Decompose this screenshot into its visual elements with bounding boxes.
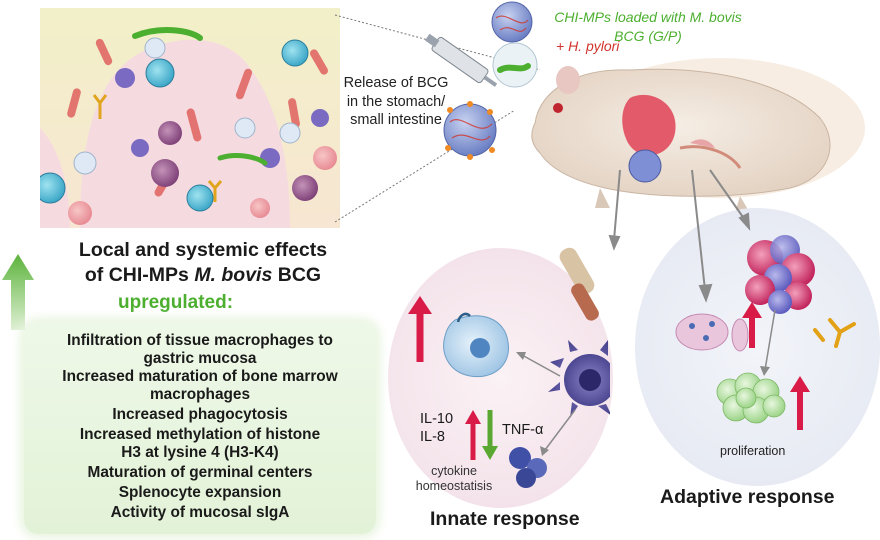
effect-item: macrophages (149, 386, 251, 403)
proliferation-label: proliferation (720, 444, 786, 458)
release-label: Release of BCG in the stomach/ small int… (343, 75, 449, 128)
title-suffix: BCG (277, 264, 322, 286)
adaptive-response-title: Adaptive response (660, 486, 835, 508)
gastric-tissue-illustration (40, 8, 340, 230)
title-prefix: of CHI-MPs (84, 264, 189, 286)
upregulated-arrow-icon (2, 254, 34, 330)
cytokine-homeostasis-label: cytokine homeostatisis (415, 464, 493, 493)
microparticles-label: CHI-MPs loaded with M. bovis BCG (G/P) (554, 9, 742, 44)
effects-box: Infiltration of tissue macrophages to ga… (24, 322, 376, 534)
effect-item: Maturation of germinal centers (87, 464, 313, 481)
innate-cells-illustration (408, 247, 610, 488)
effect-item: Infiltration of tissue macrophages to (67, 332, 333, 349)
il-cytokines-label: IL-10 IL-8 (420, 411, 454, 445)
effect-item: Increased maturation of bone marrow (62, 368, 338, 385)
title-line-1: Local and systemic effects (78, 239, 328, 261)
effect-item: Increased methylation of histone (79, 426, 321, 443)
flow-arrows (608, 169, 751, 303)
title-species: M. bovis (194, 264, 273, 286)
effect-item: Increased phagocytosis (112, 406, 288, 423)
upregulated-label: upregulated: (118, 292, 234, 313)
effect-item: H3 at lysine 4 (H3-K4) (121, 444, 279, 461)
title-line-2: of CHI-MPs M. bovis BCG (38, 263, 368, 288)
tnf-label: TNF-α (502, 422, 544, 438)
effect-item: Activity of mucosal sIgA (110, 504, 290, 521)
h-pylori-label: + H. pylori (556, 38, 620, 54)
page-title: Local and systemic effects of CHI-MPs M.… (38, 238, 368, 288)
innate-response-title: Innate response (430, 508, 580, 530)
adaptive-cells-illustration (675, 235, 856, 430)
microparticle-syringe-illustration (424, 1, 538, 160)
effect-item: Splenocyte expansion (118, 484, 282, 501)
effect-item: gastric mucosa (143, 350, 257, 367)
guinea-pig-illustration (531, 58, 865, 213)
